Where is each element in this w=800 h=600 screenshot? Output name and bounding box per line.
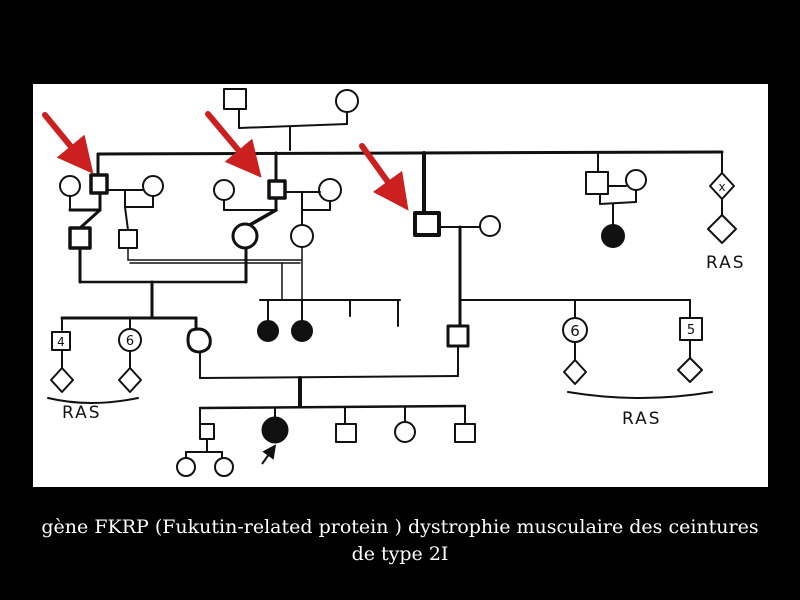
center-family (413, 211, 501, 260)
diamond-symbol (563, 359, 587, 385)
caption: gène FKRP (Fukutin-related protein ) dys… (0, 514, 800, 568)
marriage-line (238, 123, 348, 129)
male-symbol (223, 88, 247, 110)
male-symbol (585, 171, 609, 195)
female-symbol (318, 178, 342, 202)
female-symbol (335, 89, 359, 113)
diamond-mark-label: x (718, 180, 725, 194)
right-family-2 (707, 172, 737, 244)
ras-label: RAS (706, 253, 746, 273)
sibling-count: 6 (570, 322, 580, 340)
diamond-symbol (707, 214, 737, 244)
male-affected-carrier (267, 179, 287, 200)
male-carrier (446, 324, 470, 348)
caption-line-1: gène FKRP (Fukutin-related protein ) dys… (41, 516, 759, 538)
male-symbol (118, 229, 138, 249)
sibship-line-gen4 (198, 404, 467, 410)
proband-affected-female (261, 416, 289, 444)
diamond-symbol (50, 367, 74, 393)
male-symbol (335, 423, 357, 443)
diamond-symbol (118, 367, 142, 393)
female-affected (601, 224, 625, 248)
female-symbol (142, 175, 164, 197)
sibling-count: 6 (126, 334, 134, 349)
sibling-count: 4 (57, 335, 65, 349)
male-affected-carrier (89, 173, 109, 195)
diamond-symbol (677, 357, 703, 383)
female-affected (291, 320, 313, 342)
female-symbol (625, 169, 647, 191)
middle-family (213, 178, 342, 250)
bracket (567, 391, 713, 399)
red-arrow-icon (205, 111, 262, 178)
female-symbol (176, 457, 196, 477)
female-carrier (186, 327, 212, 354)
male-symbol (454, 423, 476, 443)
female-symbol (59, 175, 81, 197)
female-symbol (214, 457, 234, 477)
female-symbol (290, 224, 314, 248)
male-carrier (68, 226, 92, 250)
connector-lines (127, 246, 303, 301)
ras-label: RAS (62, 403, 102, 423)
female-symbol (394, 421, 416, 443)
caption-line-2: de type 2I (351, 543, 449, 565)
pedigree-panel: x 4 6 6 5 RAS RAS RAS (33, 84, 768, 487)
red-arrow-icon (359, 143, 409, 211)
sibship-line-gen2 (96, 150, 724, 156)
left-family (59, 173, 164, 250)
female-affected (257, 320, 279, 342)
female-carrier (231, 222, 259, 250)
pedigree-diagram: x 4 6 6 5 RAS RAS RAS (42, 88, 746, 477)
red-arrow-icon (42, 112, 94, 174)
female-symbol (213, 179, 235, 201)
right-family-1 (585, 169, 647, 248)
male-symbol (199, 423, 215, 440)
proband-arrow-icon (261, 444, 277, 465)
ras-label: RAS (622, 409, 662, 429)
female-symbol (479, 215, 501, 237)
male-affected-carrier (413, 211, 441, 237)
bracket (47, 397, 139, 404)
generation-1 (223, 88, 359, 151)
sibling-count: 5 (687, 323, 695, 338)
